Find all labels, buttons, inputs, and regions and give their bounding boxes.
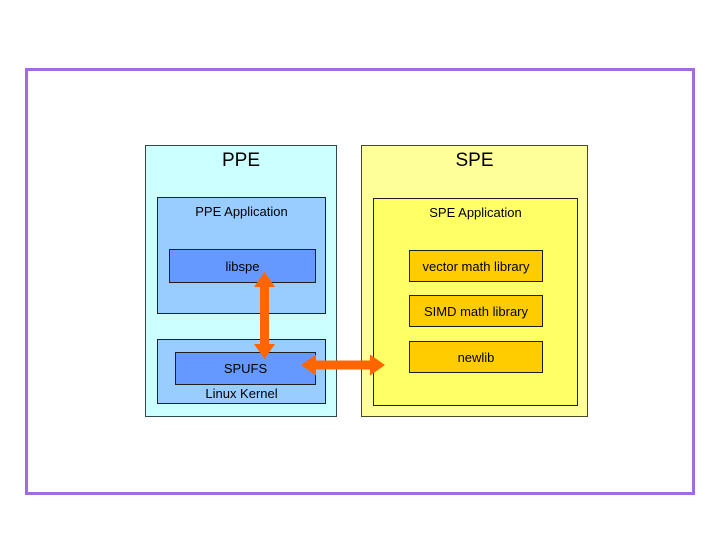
simd-math-library-box: SIMD math library bbox=[409, 295, 543, 327]
vector-math-library-box: vector math library bbox=[409, 250, 543, 282]
spe-box: SPE SPE Application vector math library … bbox=[361, 145, 588, 417]
linux-kernel-box: SPUFS Linux Kernel bbox=[157, 339, 326, 404]
ppe-title: PPE bbox=[221, 150, 261, 171]
newlib-box: newlib bbox=[409, 341, 543, 373]
libspe-label: libspe bbox=[225, 258, 260, 274]
newlib-label: newlib bbox=[457, 349, 495, 365]
simd-math-library-label: SIMD math library bbox=[423, 303, 529, 319]
ppe-application-title: PPE Application bbox=[195, 204, 288, 219]
ppe-application-box: PPE Application libspe bbox=[157, 197, 326, 314]
ppe-box: PPE PPE Application libspe SPUFS Linux K… bbox=[145, 145, 337, 417]
libspe-box: libspe bbox=[169, 249, 316, 283]
spufs-label: SPUFS bbox=[223, 361, 268, 376]
spufs-box: SPUFS bbox=[175, 352, 316, 385]
spe-title: SPE bbox=[455, 150, 494, 171]
spe-application-box: SPE Application vector math library SIMD… bbox=[373, 198, 578, 406]
linux-kernel-label: Linux Kernel bbox=[205, 386, 278, 401]
slide-frame bbox=[25, 68, 695, 495]
spe-application-title: SPE Application bbox=[429, 205, 522, 220]
vector-math-library-label: vector math library bbox=[422, 258, 530, 274]
